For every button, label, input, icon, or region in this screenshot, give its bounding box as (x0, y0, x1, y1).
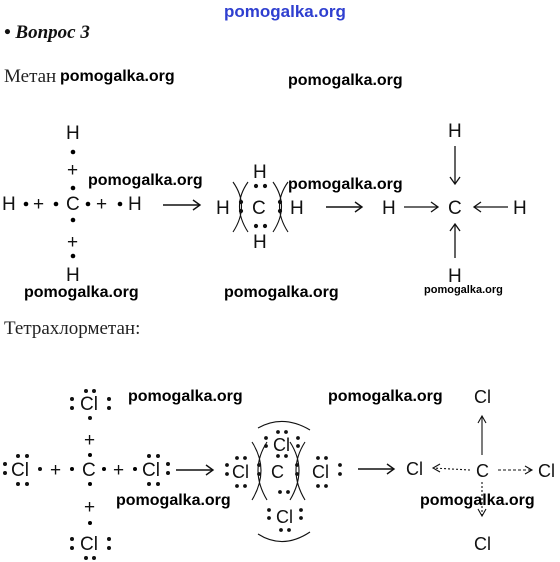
atom-cl-left: Cl (232, 462, 249, 482)
reaction-arrow (358, 463, 396, 475)
reaction-arrow (176, 464, 215, 476)
atom-h-left: H (216, 198, 230, 219)
electron-dot (53, 201, 59, 207)
watermark: pomogalka.org (116, 492, 231, 509)
atom-cl-right: Cl (142, 460, 160, 481)
atom-cl-top: Cl (80, 394, 98, 415)
electron-dot (117, 201, 123, 207)
plus-sign: + (50, 460, 61, 481)
atom-cl-bottom: Cl (80, 534, 98, 555)
plus-sign: + (96, 194, 107, 215)
atom-h-left: H (382, 198, 396, 219)
atom-c: C (476, 461, 489, 481)
atom-cl-bottom: Cl (474, 534, 491, 554)
watermark: pomogalka.org (288, 176, 403, 193)
atom-c: C (252, 198, 266, 219)
atom-h-top: H (253, 162, 267, 183)
methane-structural-formula: H C H H H (382, 121, 527, 287)
reaction-arrow (326, 201, 364, 213)
watermark: pomogalka.org (224, 284, 339, 301)
atom-cl-left: Cl (11, 460, 29, 481)
atom-h-bottom: H (253, 232, 267, 253)
plus-sign: + (67, 160, 78, 181)
plus-sign: + (113, 460, 124, 481)
atom-h-top: H (66, 123, 80, 144)
methane-formation-diagram: H + H + C + H + H H C H H H (2, 121, 527, 287)
atom-c: C (66, 194, 80, 215)
tetrachloromethane-formation-diagram: Cl + Cl + C + Cl + Cl (3, 387, 555, 560)
atom-cl-top: Cl (474, 387, 491, 407)
methane-atoms-with-dots: H + H + C + H + H (2, 123, 142, 286)
watermark: pomogalka.org (88, 172, 203, 189)
electron-dot (70, 253, 76, 259)
atom-cl-top: Cl (273, 435, 290, 455)
atom-h-top: H (448, 121, 462, 142)
atom-cl-bottom: Cl (276, 507, 293, 527)
electron-dot (70, 217, 76, 223)
section-tetrachloromethane-label: Тетрахлорметан: (4, 318, 141, 339)
electron-dot (70, 149, 76, 155)
atom-h-bottom: H (448, 266, 462, 287)
plus-sign: + (84, 497, 95, 518)
ccl4-atoms-with-dots: Cl + Cl + C + Cl + Cl (3, 389, 170, 560)
atom-h-right: H (128, 194, 142, 215)
electron-dot (23, 201, 29, 207)
plus-sign: + (84, 430, 95, 451)
plus-sign: + (67, 232, 78, 253)
ccl4-structural-formula: Cl C Cl Cl Cl (406, 387, 555, 554)
watermark: pomogalka.org (420, 492, 535, 509)
plus-sign: + (33, 194, 44, 215)
electron-dot (85, 201, 91, 207)
atom-c: C (448, 198, 462, 219)
watermark: pomogalka.org (328, 388, 443, 405)
ccl4-electron-pairs: Cl C Cl Cl Cl (225, 420, 342, 543)
atom-h-left: H (2, 194, 16, 215)
watermark: pomogalka.org (128, 388, 243, 405)
atom-cl-left: Cl (406, 459, 423, 479)
atom-cl-right: Cl (538, 461, 555, 481)
atom-c: C (271, 462, 284, 482)
watermark: pomogalka.org (24, 284, 139, 301)
methane-electron-pairs: H C H H H (216, 162, 304, 253)
watermark-top: pomogalka.org (224, 2, 346, 21)
question-title: • Вопрос 3 (4, 22, 90, 43)
watermark: pomogalka.org (288, 72, 403, 89)
atom-c: C (82, 460, 96, 481)
atom-h-bottom: H (66, 265, 80, 286)
reaction-arrow (163, 199, 202, 211)
watermark: pomogalka.org (60, 68, 175, 85)
atom-h-right: H (290, 198, 304, 219)
watermark: pomogalka.org (424, 284, 503, 296)
atom-h-right: H (513, 198, 527, 219)
atom-cl-right: Cl (312, 462, 329, 482)
electron-dot (70, 185, 76, 191)
section-methane-label: Метан (4, 66, 57, 87)
